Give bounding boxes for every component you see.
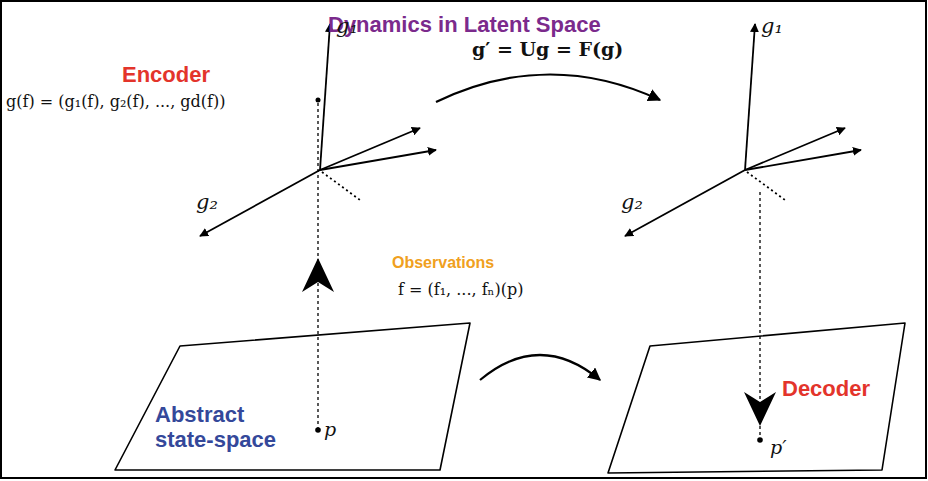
plane-outline [110,318,480,476]
decoder-label: Decoder [782,376,870,402]
space-label: Abstract state-space [155,402,305,453]
dynamics-formula: g′ = Ug = F(g) [472,38,623,60]
observation-formula: f = (f₁, ..., fₙ)(p) [398,280,524,299]
point-label: p′ [770,436,786,458]
state-space-plane: p′ [600,318,910,476]
point-label: p [324,418,336,440]
axis-label: g₁ [336,14,358,38]
encoder-label: Encoder [122,62,210,88]
axis-label: g₂ [621,190,643,214]
encoder-formula: g(f) = (g₁(f), g₂(f), ..., gd(f)) [6,92,226,111]
observations-label: Observations [392,254,494,272]
axis-label: g₁ [761,14,783,38]
state-space-plane: p Abstract state-space [110,318,480,476]
plane-outline [600,318,910,476]
flow-arrow [480,355,600,380]
axis-label: g₂ [196,190,218,214]
diagram-title: Dynamics in Latent Space [328,12,601,38]
